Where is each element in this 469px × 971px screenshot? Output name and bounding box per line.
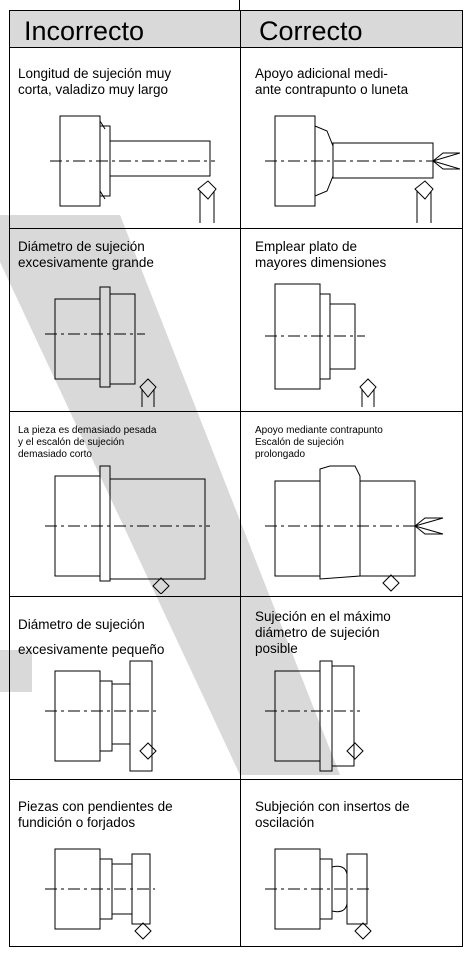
text-line: Subjeción con insertos de <box>255 799 410 814</box>
header-correct: Correcto <box>259 16 363 46</box>
text-line: Longitud de sujeción muy <box>18 66 172 81</box>
row1-incorrect-text: Longitud de sujeción muy corta, valadizo… <box>18 66 223 98</box>
column-divider <box>240 11 241 946</box>
row-divider <box>10 596 462 597</box>
row5-incorrect-drawing <box>45 848 155 940</box>
row3-incorrect-drawing <box>45 465 210 594</box>
text-line: Apoyo adicional medi- <box>255 66 388 81</box>
table-header: Incorrecto Correcto <box>10 11 462 48</box>
row-divider <box>10 779 462 780</box>
row5-correct-text: Subjeción con insertos de oscilación <box>255 799 460 831</box>
comparison-table: Incorrecto Correcto Longitud de sujeción… <box>9 10 463 947</box>
row-divider <box>10 228 462 229</box>
text-line: La pieza es demasiado pesada <box>18 425 157 436</box>
row3-incorrect-text: La pieza es demasiado pesada y el escaló… <box>18 425 223 461</box>
header-incorrect: Incorrecto <box>24 16 145 46</box>
text-line: Apoyo mediante contrapunto <box>255 425 383 436</box>
text-line: excesivamente grande <box>18 255 154 270</box>
text-line: Diámetro de sujeción <box>18 239 145 254</box>
text-line: Escalón de sujeción <box>255 437 344 448</box>
text-line: Diámetro de sujeción <box>18 617 145 632</box>
row1-correct-drawing <box>265 115 460 223</box>
text-line: posible <box>255 641 298 656</box>
row4-incorrect-text: Diámetro de sujeción excesivamente peque… <box>18 617 223 658</box>
text-line: Piezas con pendientes de <box>18 799 173 814</box>
row4-correct-text: Sujeción en el máximo diámetro de sujeci… <box>255 609 455 657</box>
text-line: Sujeción en el máximo <box>255 609 391 624</box>
row4-correct-drawing <box>265 660 364 772</box>
text-line: prolongado <box>255 449 306 460</box>
row4-incorrect-drawing <box>45 660 160 772</box>
text-line: demasiado corto <box>18 449 92 460</box>
text-line: diámetro de sujeción <box>255 625 380 640</box>
text-line: excesivamente pequeño <box>18 642 165 657</box>
text-line: Emplear plato de <box>255 239 358 254</box>
row2-correct-drawing <box>265 283 377 407</box>
row2-correct-text: Emplear plato de mayores dimensiones <box>255 239 460 271</box>
row1-correct-text: Apoyo adicional medi- ante contrapunto o… <box>255 66 455 98</box>
row5-incorrect-text: Piezas con pendientes de fundición o for… <box>18 799 223 831</box>
text-line: ante contrapunto o luneta <box>255 82 409 97</box>
text-line: fundición o forjados <box>18 815 136 830</box>
top-divider-tick <box>239 0 240 10</box>
text-line: corta, valadizo muy largo <box>18 82 169 97</box>
row2-incorrect-text: Diámetro de sujeción excesivamente grand… <box>18 239 223 271</box>
row3-correct-drawing <box>265 465 444 592</box>
row1-incorrect-drawing <box>50 115 217 223</box>
row2-incorrect-drawing <box>45 286 157 407</box>
row3-correct-text: Apoyo mediante contrapunto Escalón de su… <box>255 425 460 461</box>
text-line: y el escalón de sujeción <box>18 437 125 448</box>
row5-correct-drawing <box>265 848 372 940</box>
row-divider <box>10 411 462 412</box>
text-line: mayores dimensiones <box>255 255 387 270</box>
text-line: oscilación <box>255 815 315 830</box>
